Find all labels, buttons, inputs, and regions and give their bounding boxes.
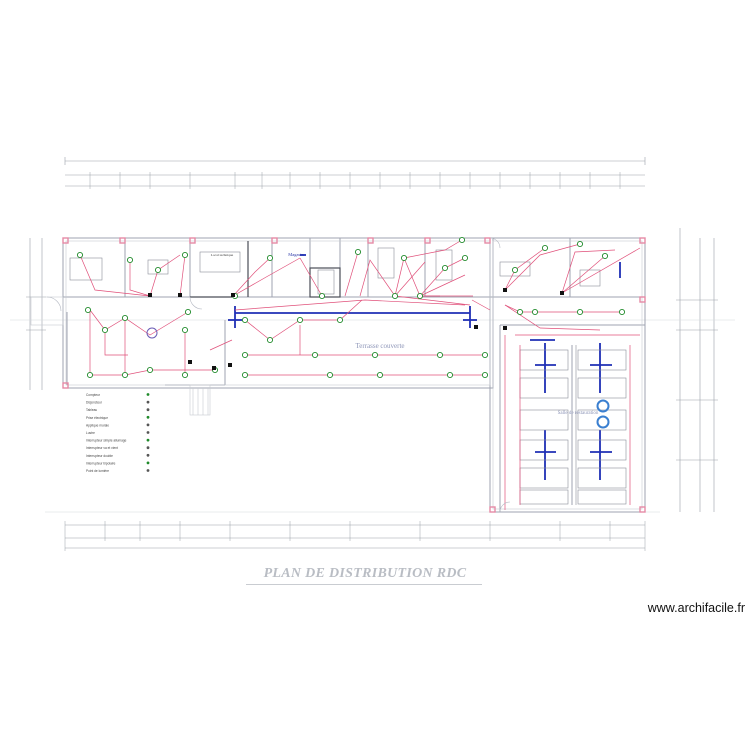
dining-furniture <box>519 345 627 505</box>
switch-points <box>148 288 564 370</box>
legend-symbol <box>146 408 150 412</box>
legend-label: Interrupteur va et vient <box>86 446 118 450</box>
top-dimension-lines <box>64 157 646 189</box>
title-underline <box>246 584 482 585</box>
legend-symbol <box>146 438 150 442</box>
electrical-fixtures <box>76 236 626 379</box>
ceiling-light-circles <box>146 327 610 429</box>
legend-label: Prise électrique <box>86 416 108 420</box>
legend-label: Applique murale <box>86 423 109 427</box>
sanitary-fixtures <box>69 247 601 295</box>
legend-label: Lustre <box>86 431 95 435</box>
bottom-dimension-lines <box>64 521 646 551</box>
watermark-text: www.archifacile.fr <box>647 601 745 615</box>
legend-label: Tableau <box>86 408 97 412</box>
plan-title: PLAN DE DISTRIBUTION RDC <box>263 566 467 581</box>
legend-label: Interrupteur simple allumage <box>86 439 127 443</box>
legend-label: Compteur <box>86 393 101 397</box>
legend-symbol <box>146 400 150 404</box>
legend-symbol <box>146 453 150 457</box>
room-label-magasin: Magasin <box>288 252 304 257</box>
legend-label: Point de lumière <box>86 469 109 473</box>
room-label-terrasse: Terrasse couverte <box>355 342 404 350</box>
right-dimension-lines <box>676 228 718 512</box>
room-label-salle: Salle de restauration <box>558 411 599 416</box>
wall-corners <box>62 237 646 513</box>
blue-conduits <box>228 254 621 480</box>
legend-label: Interrupteur bipolaire <box>86 461 116 465</box>
legend-symbol <box>146 423 150 427</box>
legend-symbol <box>146 415 150 419</box>
legend-symbol <box>146 431 150 434</box>
electrical-wiring <box>79 239 641 510</box>
legend-symbol <box>146 393 150 396</box>
door-swings <box>46 237 511 513</box>
legend-symbol <box>146 446 150 450</box>
legend-label: Interrupteur double <box>86 454 113 458</box>
room-label-local: Local technique <box>211 253 234 257</box>
legend-label: Disjoncteur <box>86 401 103 405</box>
wall-thickness <box>30 240 643 510</box>
legend-symbol <box>146 469 150 472</box>
left-dimension-lines <box>26 238 46 390</box>
legend-symbol <box>146 461 150 465</box>
